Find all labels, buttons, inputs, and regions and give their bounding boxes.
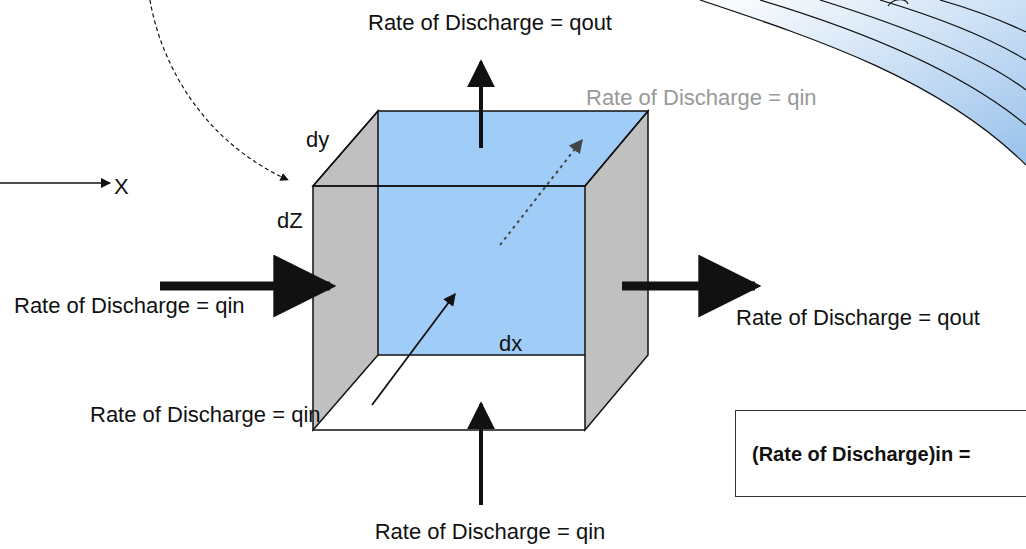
flow-lines	[700, 0, 1026, 165]
dimension-label: dx	[499, 332, 522, 356]
element-cube	[313, 111, 648, 430]
equation-box: (Rate of Discharge)in =	[735, 410, 1026, 497]
dashed-leader	[150, 0, 288, 180]
flow-label: Rate of Discharge = qout	[368, 11, 612, 35]
dimension-label: dZ	[277, 209, 303, 233]
flow-label: Rate of Discharge = qout	[736, 306, 980, 330]
flow-arrows	[160, 62, 755, 505]
dimension-label: dy	[306, 128, 329, 152]
x-axis-arrow	[0, 182, 110, 184]
axis-label: X	[114, 175, 129, 199]
equation-text: (Rate of Discharge)in =	[752, 443, 1015, 466]
flow-label: Rate of Discharge = qin	[375, 520, 606, 544]
flow-label: Rate of Discharge = qin	[586, 86, 817, 110]
flow-label: Rate of Discharge = qin	[90, 403, 321, 427]
flow-label: Rate of Discharge = qin	[14, 294, 245, 318]
